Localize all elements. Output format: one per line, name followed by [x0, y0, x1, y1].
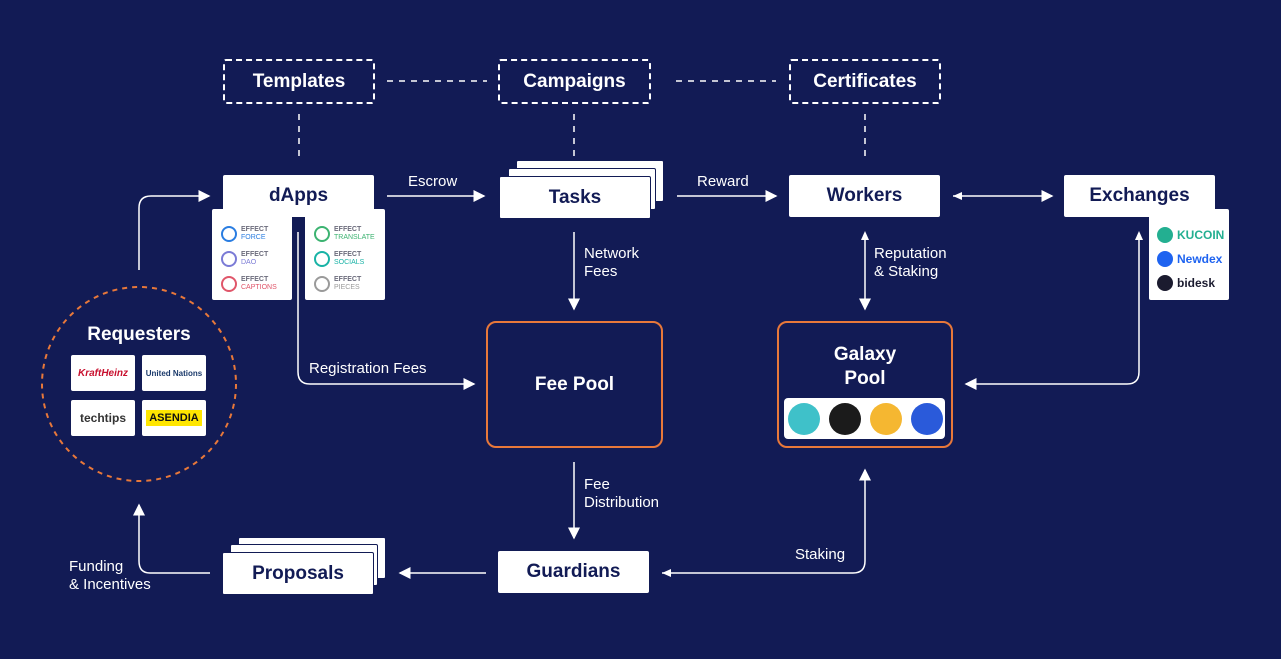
kucoin-icon: [1157, 227, 1173, 243]
campaigns-label: Campaigns: [523, 70, 626, 92]
requester-logo: KraftHeinz: [71, 355, 135, 391]
dapp-logo-icon: [314, 226, 330, 242]
exchanges-label: Exchanges: [1089, 185, 1190, 206]
proposals-label: Proposals: [252, 562, 344, 584]
templates-box: Templates: [223, 59, 375, 104]
dapp-logo-icon: [221, 276, 237, 292]
exchange-item: Newdex: [1157, 251, 1222, 267]
certificates-box: Certificates: [789, 59, 941, 104]
funding-label-1: Funding: [69, 558, 124, 575]
campaigns-box: Campaigns: [498, 59, 651, 104]
chainlink-icon: [911, 403, 943, 435]
certificates-label: Certificates: [813, 70, 917, 92]
workers-node: Workers: [789, 175, 940, 217]
dapp-brand: EFFECT: [334, 251, 362, 258]
fee-pool-label: Fee Pool: [534, 373, 615, 395]
escrow-label: Escrow: [408, 173, 458, 190]
requester-logo: ASENDIA: [142, 400, 206, 436]
requesters-label: Requesters: [87, 324, 191, 345]
exchange-name: KUCOIN: [1177, 228, 1225, 242]
network-fees-label-2: Fees: [584, 263, 618, 280]
newdex-icon: [1157, 251, 1173, 267]
galaxy-pool-label-2: Pool: [844, 368, 886, 389]
reputation-label-1: Reputation: [874, 245, 947, 262]
bidesk-icon: [1157, 275, 1173, 291]
fee-distribution-label-2: Distribution: [584, 494, 660, 511]
guardians-label: Guardians: [526, 561, 621, 582]
requester-logo-text: ASENDIA: [146, 410, 202, 426]
staking-label: Staking: [795, 546, 846, 563]
galaxy-pool-label-1: Galaxy: [833, 344, 897, 365]
wax-icon: [870, 403, 902, 435]
registration-fees-label: Registration Fees: [309, 360, 427, 377]
dapp-name: SOCIALS: [334, 259, 365, 266]
dapp-name: FORCE: [241, 234, 266, 241]
dapp-logo-icon: [221, 251, 237, 267]
exchange-name: bidesk: [1177, 276, 1216, 290]
exchange-item: KUCOIN: [1157, 227, 1224, 243]
dapp-brand: EFFECT: [334, 226, 362, 233]
dapp-logo-icon: [221, 226, 237, 242]
dapp-name: CAPTIONS: [241, 284, 277, 291]
requester-logo-text: United Nations: [145, 368, 203, 378]
reward-label: Reward: [697, 173, 749, 190]
galaxy-pool-title: Galaxy Pool: [779, 343, 951, 391]
requester-logo-text: KraftHeinz: [77, 367, 128, 379]
requester-logo: United Nations: [142, 355, 206, 391]
pancakeswap-icon: [788, 403, 820, 435]
exchange-item: bidesk: [1157, 275, 1215, 291]
bnb-icon: [829, 403, 861, 435]
dapp-brand: EFFECT: [334, 276, 362, 283]
exchanges-node: Exchanges: [1064, 175, 1215, 217]
dapp-name: TRANSLATE: [334, 234, 375, 241]
dapp-logo-icon: [314, 251, 330, 267]
dapp-name: PIECES: [334, 284, 360, 291]
dapp-brand: EFFECT: [241, 276, 269, 283]
exchange-name: Newdex: [1177, 252, 1223, 266]
requester-logo: techtips: [71, 400, 135, 436]
fee-distribution-label-1: Fee: [584, 476, 610, 493]
dapp-brand: EFFECT: [241, 251, 269, 258]
network-fees-label-1: Network: [584, 245, 640, 262]
funding-label-2: & Incentives: [69, 576, 151, 593]
dapps-label: dApps: [268, 185, 329, 206]
reputation-label-2: & Staking: [874, 263, 939, 280]
tasks-label: Tasks: [548, 186, 602, 208]
guardians-node: Guardians: [498, 551, 649, 593]
requesters-circle: [41, 286, 237, 482]
dapp-logo-icon: [314, 276, 330, 292]
workers-label: Workers: [826, 185, 903, 206]
dapp-name: DAO: [241, 259, 257, 266]
requester-logo-text: techtips: [79, 411, 126, 425]
fee-pool-node: Fee Pool: [486, 321, 663, 448]
templates-label: Templates: [252, 70, 346, 92]
dapp-brand: EFFECT: [241, 226, 269, 233]
proposals-node: Proposals: [222, 552, 374, 595]
tasks-node: Tasks: [499, 176, 651, 219]
